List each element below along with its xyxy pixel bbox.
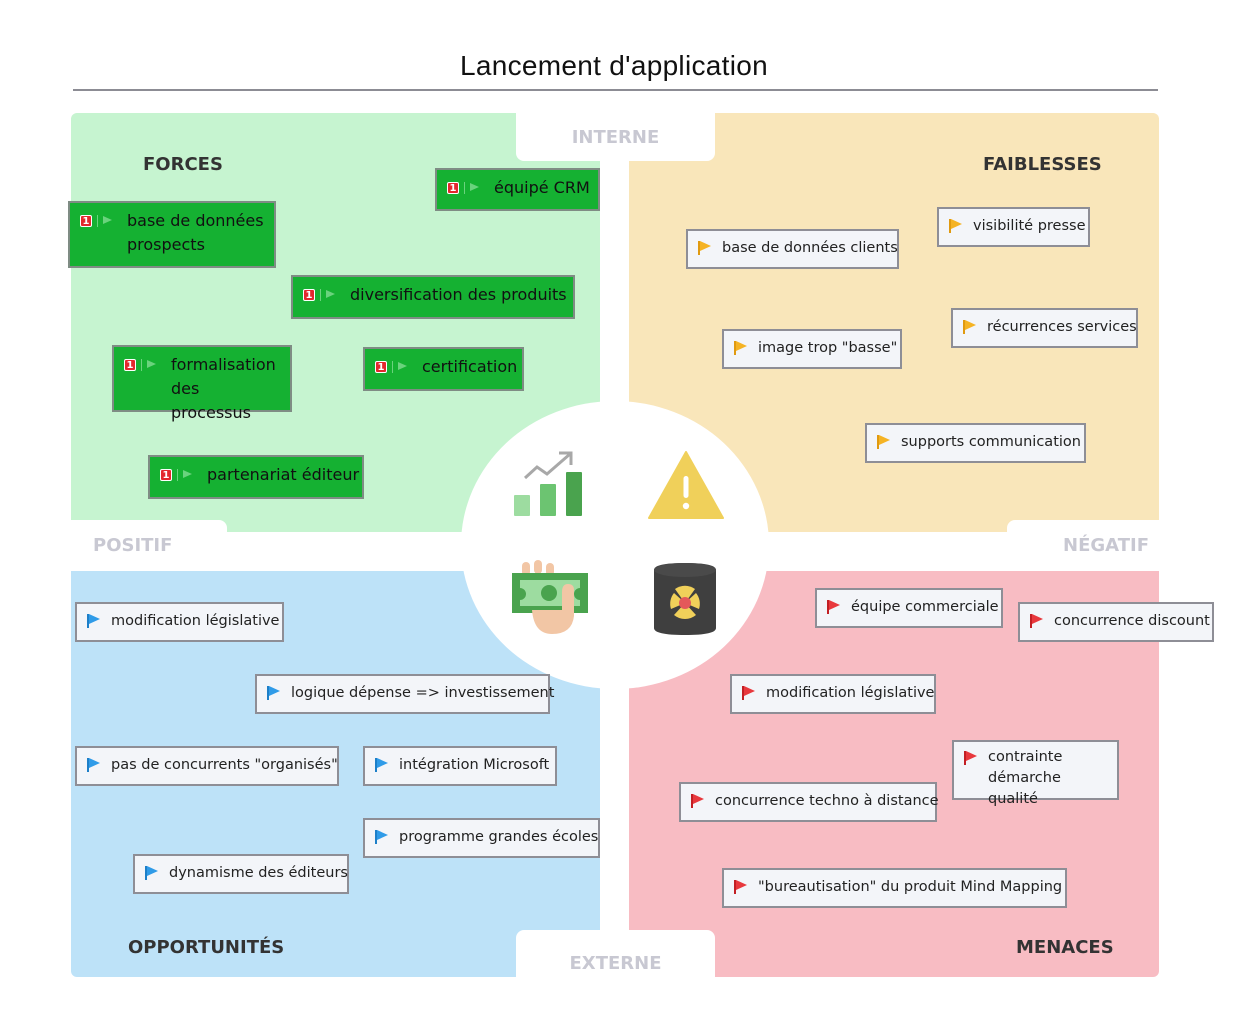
topic-node[interactable]: intégration Microsoft	[363, 746, 557, 786]
priority-1-icon: 1	[303, 283, 336, 307]
flag-green-icon	[326, 290, 335, 298]
topic-node[interactable]: logique dépense => investissement	[255, 674, 554, 714]
topic-node[interactable]: modification législative	[75, 602, 284, 642]
topic-node[interactable]: image trop "basse"	[722, 329, 902, 369]
axis-label-externe: EXTERNE	[516, 930, 715, 977]
topic-text: diversification des produits	[350, 285, 567, 304]
priority-1-icon: 1	[160, 463, 193, 487]
topic-node[interactable]: 1 certification	[363, 347, 524, 391]
money-in-hand-icon	[512, 560, 588, 634]
flag-green-icon	[183, 470, 192, 478]
topic-node[interactable]: contrainte démarche qualité	[952, 740, 1119, 807]
flag-green-icon	[398, 362, 407, 370]
topic-text: équipe commerciale	[851, 599, 999, 615]
warning-triangle-icon	[648, 451, 724, 519]
topic-text: supports communication	[901, 434, 1081, 450]
topic-text: base de données prospects	[127, 211, 264, 254]
topic-text: certification	[422, 357, 518, 376]
flag-orange-icon	[734, 336, 748, 360]
topic-text: pas de concurrents "organisés"	[111, 757, 338, 773]
flag-red-icon	[1030, 609, 1044, 633]
priority-1-icon: 1	[447, 176, 480, 200]
flag-orange-icon	[698, 236, 712, 260]
flag-red-icon	[742, 681, 756, 705]
title-underline	[73, 89, 1158, 91]
topic-text: dynamisme des éditeurs	[169, 865, 348, 881]
axis-label-interne: INTERNE	[516, 113, 715, 161]
flag-green-icon	[470, 183, 479, 191]
flag-red-icon	[964, 747, 978, 768]
radioactive-barrel-icon	[654, 563, 716, 635]
label-menaces: MENACES	[1016, 937, 1114, 958]
topic-text: visibilité presse	[973, 218, 1086, 234]
label-forces: FORCES	[143, 154, 223, 175]
topic-text: image trop "basse"	[758, 340, 898, 356]
topic-node[interactable]: 1 partenariat éditeur	[148, 455, 364, 499]
topic-node[interactable]: dynamisme des éditeurs	[133, 854, 349, 894]
topic-text: concurrence discount	[1054, 613, 1210, 629]
topic-node[interactable]: équipe commerciale	[815, 588, 1003, 628]
topic-text: équipé CRM	[494, 178, 590, 197]
axis-label-positif: POSITIF	[71, 520, 227, 571]
topic-node[interactable]: supports communication	[865, 423, 1086, 463]
flag-blue-icon	[87, 753, 101, 777]
axis-label-negatif: NÉGATIF	[1007, 520, 1159, 571]
topic-text: base de données clients	[722, 240, 898, 256]
flag-orange-icon	[949, 214, 963, 238]
flag-green-icon	[147, 360, 156, 368]
topic-text: programme grandes écoles	[399, 829, 599, 845]
flag-blue-icon	[375, 825, 389, 849]
topic-node[interactable]: programme grandes écoles	[363, 818, 600, 858]
topic-text: logique dépense => investissement	[291, 685, 555, 701]
topic-text: concurrence techno à distance	[715, 793, 939, 809]
priority-1-icon: 1	[124, 353, 157, 377]
flag-orange-icon	[877, 430, 891, 454]
topic-node[interactable]: visibilité presse	[937, 207, 1090, 247]
growth-chart-icon	[514, 451, 582, 516]
flag-blue-icon	[145, 861, 159, 885]
flag-orange-icon	[963, 315, 977, 339]
topic-text: "bureautisation" du produit Mind Mapping	[758, 879, 1063, 895]
topic-node[interactable]: base de données clients	[686, 229, 899, 269]
label-opportunites: OPPORTUNITÉS	[128, 937, 285, 958]
topic-text: modification législative	[111, 613, 280, 629]
flag-blue-icon	[375, 753, 389, 777]
topic-node[interactable]: 1 base de données prospects	[68, 201, 276, 268]
flag-red-icon	[827, 595, 841, 619]
priority-1-icon: 1	[375, 355, 408, 379]
topic-node[interactable]: pas de concurrents "organisés"	[75, 746, 339, 786]
topic-node[interactable]: "bureautisation" du produit Mind Mapping	[722, 868, 1067, 908]
topic-node[interactable]: 1 formalisation des processus	[112, 345, 292, 422]
topic-node[interactable]: récurrences services	[951, 308, 1138, 348]
topic-node[interactable]: 1 équipé CRM	[435, 168, 600, 211]
topic-text: contrainte démarche qualité	[988, 749, 1063, 807]
flag-blue-icon	[267, 681, 281, 705]
diagram-title: Lancement d'application	[459, 50, 768, 81]
topic-node[interactable]: 1 diversification des produits	[291, 275, 575, 319]
flag-green-icon	[103, 216, 112, 224]
label-faiblesses: FAIBLESSES	[983, 154, 1102, 175]
center-circle	[461, 401, 769, 689]
topic-text: formalisation des processus	[171, 355, 276, 422]
topic-node[interactable]: concurrence techno à distance	[679, 782, 939, 822]
topic-node[interactable]: concurrence discount	[1018, 602, 1214, 642]
topic-text: intégration Microsoft	[399, 757, 550, 773]
topic-text: modification législative	[766, 685, 935, 701]
topic-node[interactable]: modification législative	[730, 674, 936, 714]
flag-red-icon	[691, 789, 705, 813]
flag-blue-icon	[87, 609, 101, 633]
priority-1-icon: 1	[80, 209, 113, 233]
flag-red-icon	[734, 875, 748, 899]
topic-text: partenariat éditeur	[207, 465, 360, 484]
topic-text: récurrences services	[987, 319, 1137, 335]
